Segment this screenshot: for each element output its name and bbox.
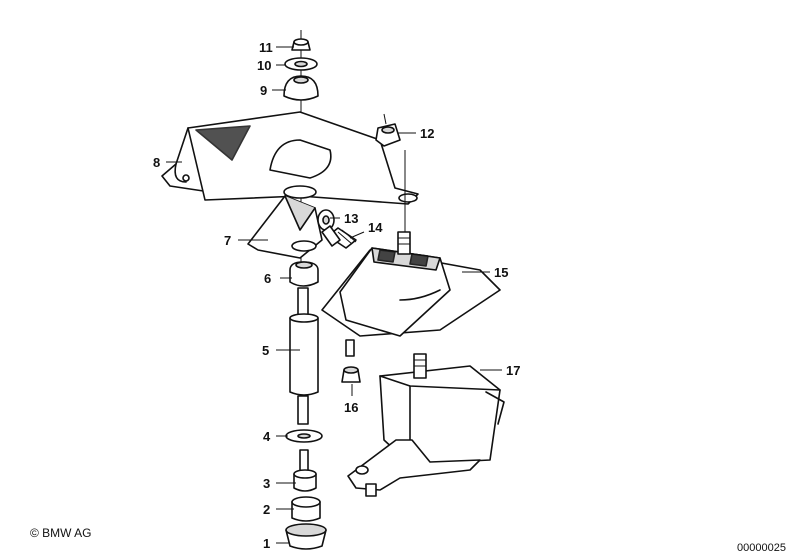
part-4-washer[interactable] [285,429,323,443]
callout-16: 16 [344,400,358,415]
callout-11: 11 [259,40,273,55]
callout-12: 12 [420,126,434,141]
callout-17: 17 [506,363,520,378]
leader-lines [166,46,502,544]
part-16-nut[interactable] [341,339,361,383]
callout-9: 9 [260,83,267,98]
callout-2: 2 [263,502,270,517]
document-number: 00000025 [737,542,786,554]
callout-3: 3 [263,476,270,491]
part-10-washer[interactable] [284,57,318,71]
part-9-rubber-cap[interactable] [283,75,319,101]
part-12-nut[interactable] [375,113,401,147]
part-1-cup[interactable] [285,523,327,550]
callout-5: 5 [262,343,269,358]
part-14-bolt[interactable] [321,225,357,249]
callout-8: 8 [153,155,160,170]
callout-15: 15 [494,265,508,280]
part-15-engine-mount[interactable] [321,231,501,337]
callout-14: 14 [368,220,383,235]
callout-13: 13 [344,211,358,226]
part-7-lower-bracket[interactable] [247,195,323,259]
callout-7: 7 [224,233,231,248]
part-11-nut[interactable] [291,38,311,51]
callout-6: 6 [264,271,271,286]
part-8-upper-bracket[interactable] [161,111,419,240]
callout-1: 1 [263,536,270,551]
copyright-notice: © BMW AG [30,526,92,540]
callout-4: 4 [263,429,271,444]
callout-10: 10 [257,58,271,73]
part-6-rubber-bushing[interactable] [289,261,319,287]
part-2-rubber-bushing[interactable] [291,496,321,522]
part-3-rubber-bushing[interactable] [293,449,317,492]
part-17-engine-mount[interactable] [347,353,505,497]
part-5-damper[interactable] [289,287,319,425]
part-13-washer[interactable] [317,209,335,231]
